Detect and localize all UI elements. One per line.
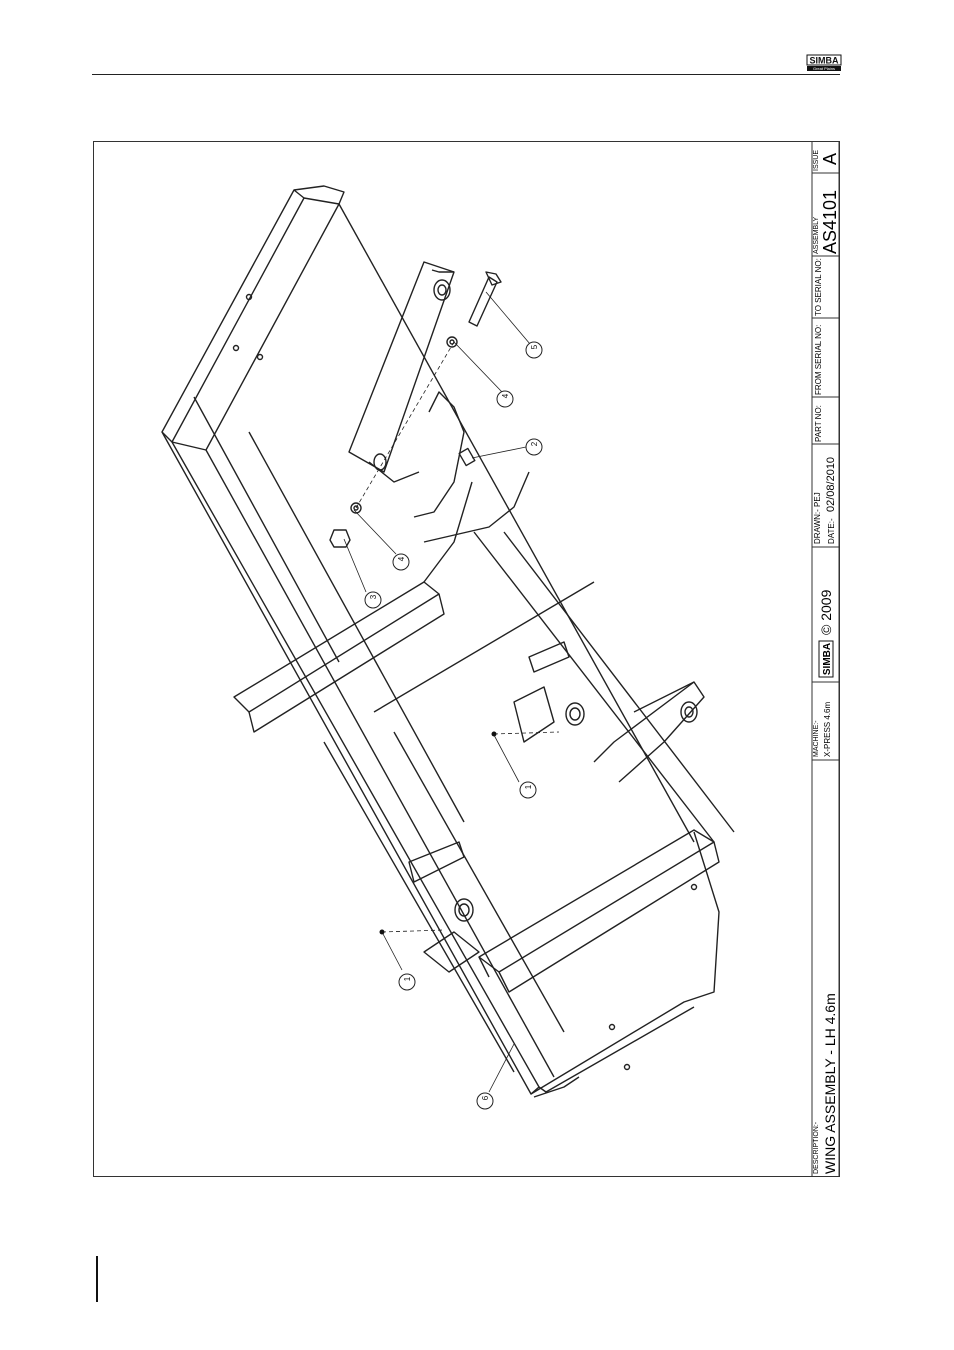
copyright-text: © 2009 xyxy=(818,589,834,635)
to-serial-label: TO SERIAL NO: xyxy=(814,258,823,316)
from-serial-label: FROM SERIAL NO: xyxy=(814,325,823,395)
assembly-label: ASSEMBLY xyxy=(813,216,820,254)
balloon-1b-label: 1 xyxy=(403,976,412,981)
svg-text:Great Plains: Great Plains xyxy=(813,66,835,71)
date-text: 02/08/2010 xyxy=(825,457,837,512)
assembly-text: AS4101 xyxy=(820,190,839,254)
balloon-4b-label: 4 xyxy=(501,393,510,398)
issue-label: ISSUE xyxy=(813,150,820,171)
balloon-2-label: 2 xyxy=(530,441,539,446)
simba-logo: SIMBA Great Plains xyxy=(806,53,842,73)
balloon-5-label: 5 xyxy=(530,344,539,349)
wing-assembly-drawing xyxy=(162,186,734,1097)
leader-lines xyxy=(344,292,559,1092)
date-label: DATE:- xyxy=(827,518,836,544)
machine-text: X-PRESS 4.6m xyxy=(823,702,832,757)
rivet-dot xyxy=(492,732,497,737)
part-no-label: PART NO: xyxy=(814,405,823,442)
machine-label: MACHINE:- xyxy=(813,720,820,757)
description-text: WING ASSEMBLY - LH 4.6m xyxy=(822,993,838,1174)
header-rule xyxy=(92,74,840,75)
issue-text: A xyxy=(820,153,839,165)
page-edge-mark xyxy=(96,1256,98,1302)
drawing-frame: DESCRIPTION:- WING ASSEMBLY - LH 4.6m MA… xyxy=(93,141,840,1177)
description-label: DESCRIPTION:- xyxy=(813,1121,820,1174)
balloon-6-label: 6 xyxy=(481,1095,490,1100)
rivet-dot xyxy=(380,930,385,935)
balloon-3-label: 3 xyxy=(369,594,378,599)
title-logo-text: SIMBA xyxy=(822,643,833,675)
balloon-4a-label: 4 xyxy=(397,556,406,561)
balloon-1a-label: 1 xyxy=(524,784,533,789)
drawn-text: DRAWN:- PEJ xyxy=(813,492,822,544)
svg-text:SIMBA: SIMBA xyxy=(810,56,840,66)
